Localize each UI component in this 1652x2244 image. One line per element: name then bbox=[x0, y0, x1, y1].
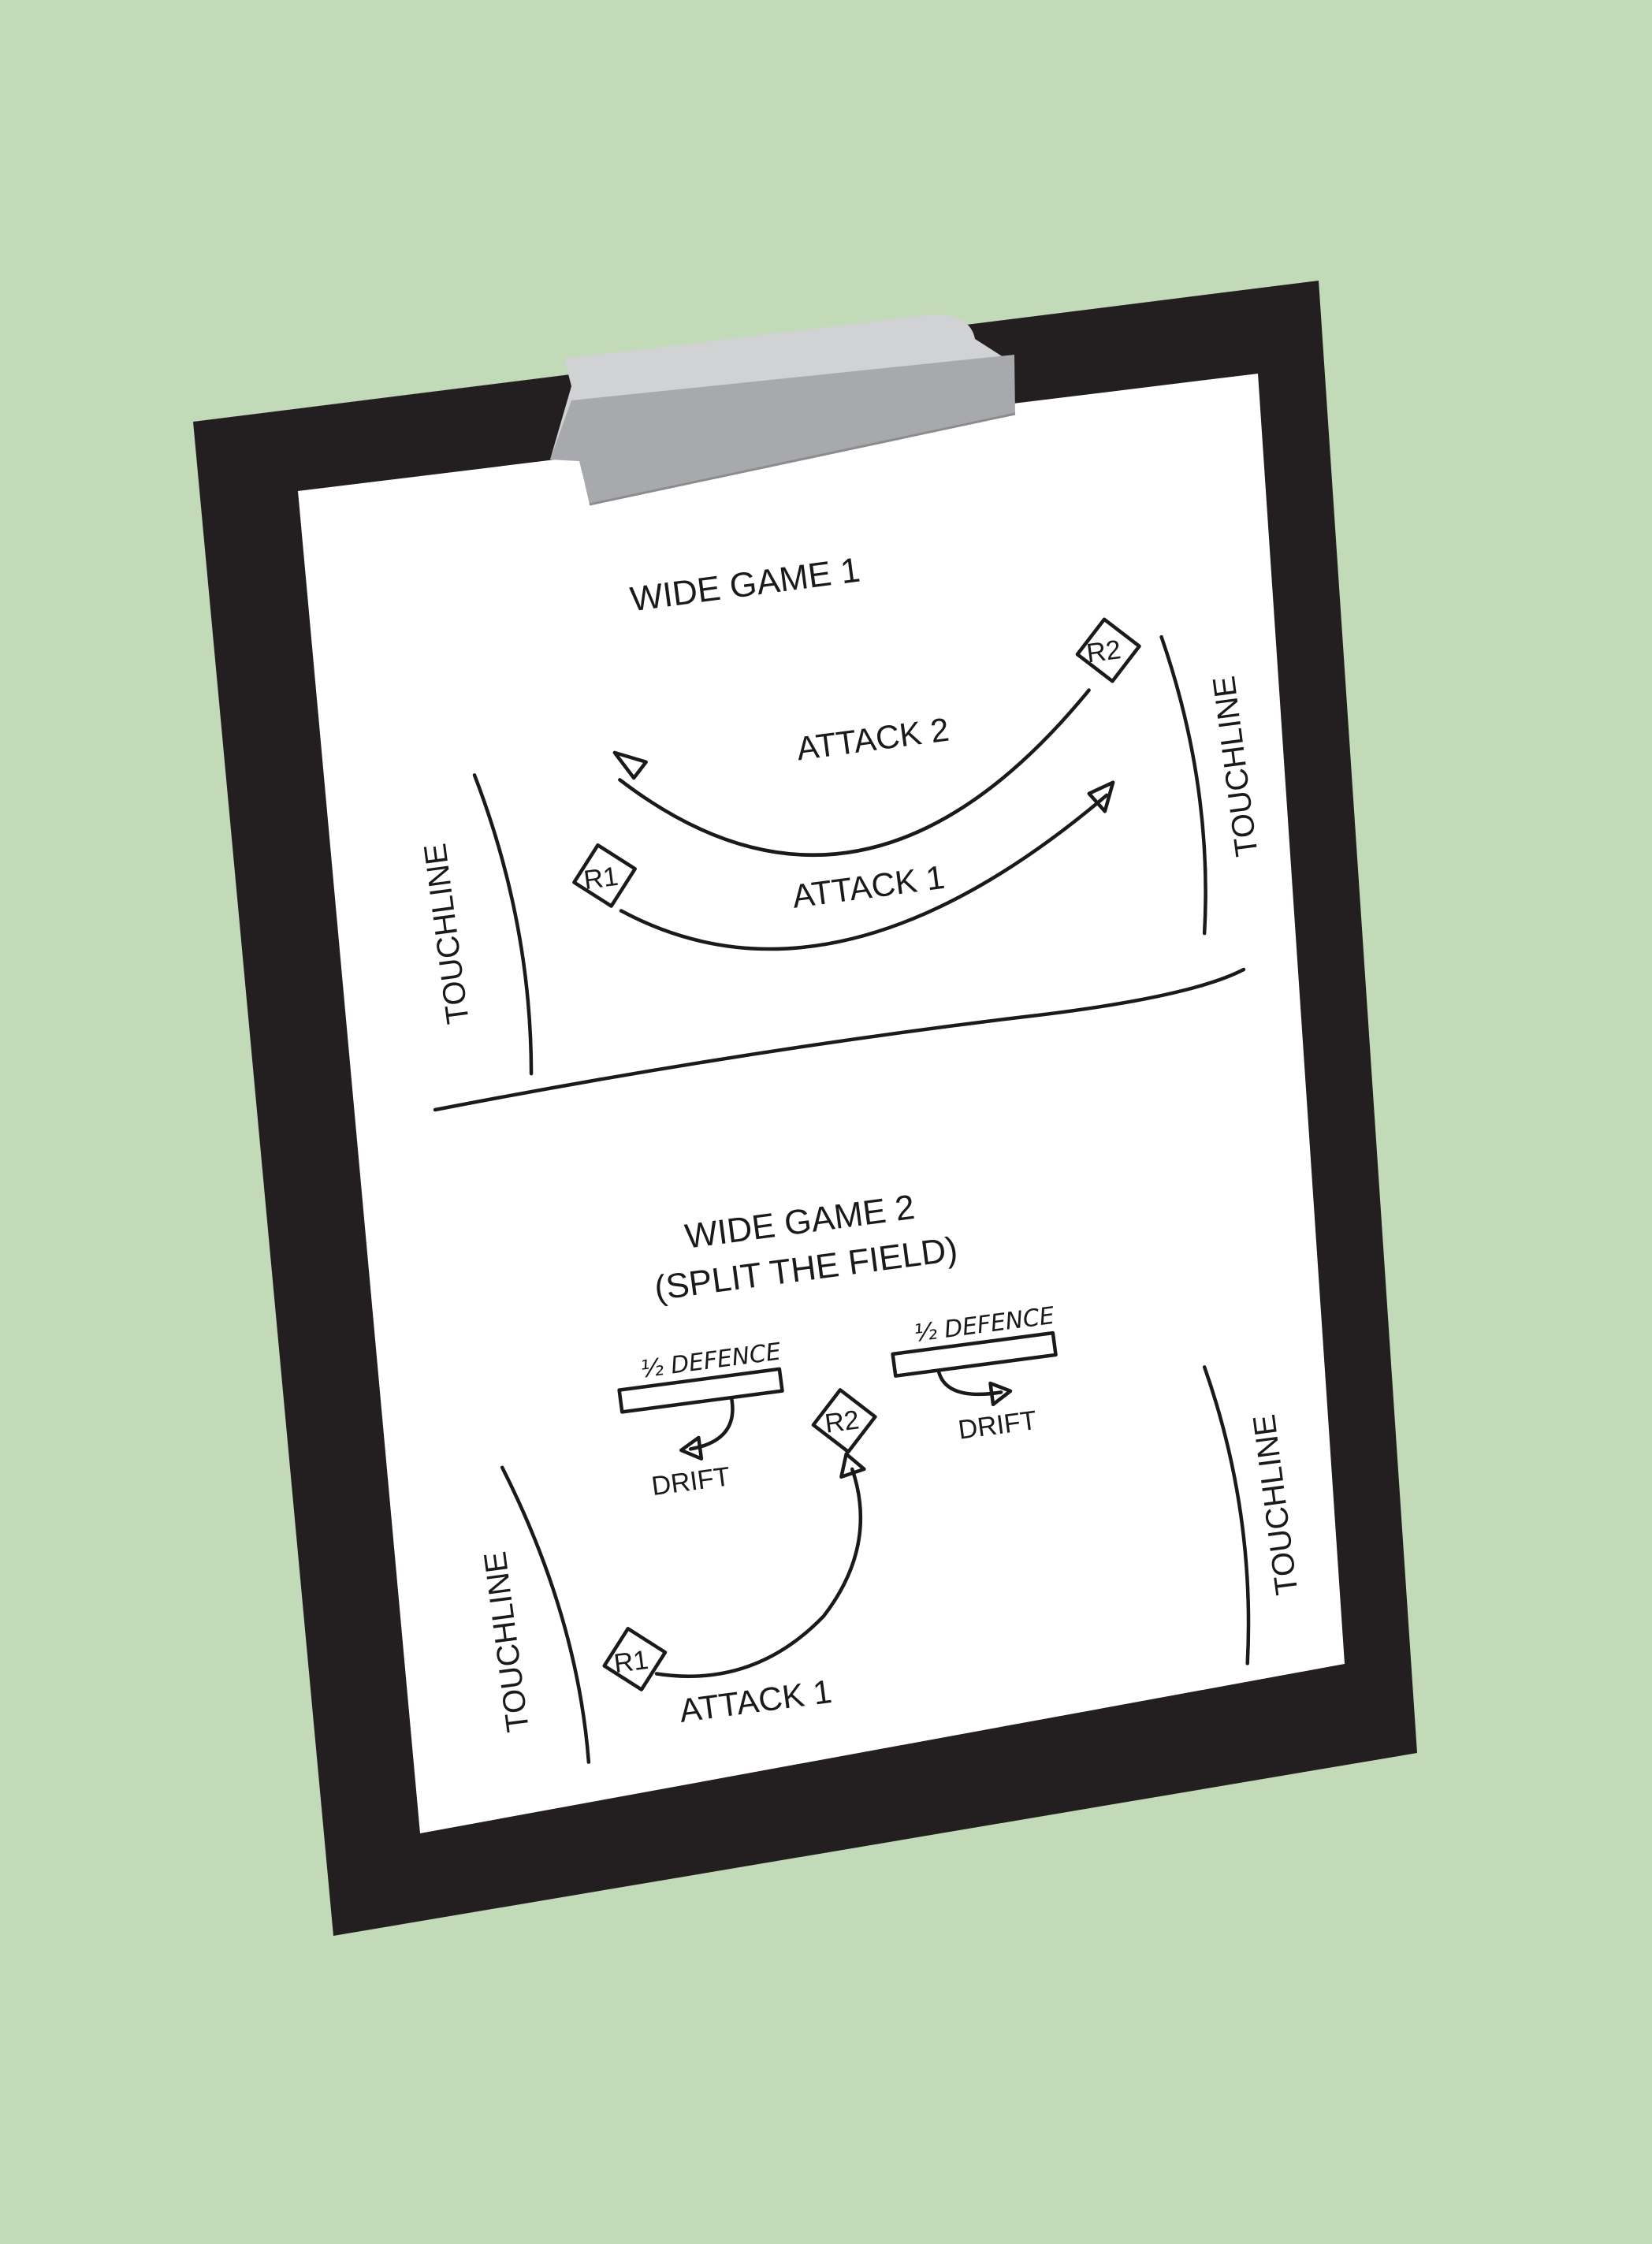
clip-icon bbox=[550, 314, 1016, 506]
attack1-arrow-line bbox=[654, 1467, 863, 1678]
attack1-arrowhead-icon bbox=[839, 1452, 866, 1479]
half-defence-left-bar bbox=[617, 1367, 784, 1414]
touchline-left bbox=[500, 1465, 591, 1764]
paper-sheet bbox=[298, 374, 1345, 1833]
attack2-arrow-line bbox=[618, 688, 1091, 857]
r2-marker: R2 bbox=[811, 1388, 877, 1454]
r1-marker: R1 bbox=[602, 1627, 668, 1691]
attack1-arrow-line bbox=[619, 793, 1109, 951]
section-divider bbox=[433, 967, 1246, 1112]
touchline-right bbox=[1202, 1365, 1251, 1665]
r1-marker: R1 bbox=[572, 843, 637, 908]
attack1-arrowhead-icon bbox=[1087, 780, 1115, 813]
touchline-left bbox=[472, 773, 534, 1076]
drift-right-arrowhead-icon bbox=[988, 1381, 1013, 1407]
half-defence-right-bar bbox=[891, 1330, 1058, 1378]
r1-label: R1 bbox=[612, 1645, 650, 1679]
r2-label: R2 bbox=[1085, 634, 1122, 668]
attack2-arrowhead-icon bbox=[612, 750, 648, 780]
r1-label: R1 bbox=[582, 862, 620, 895]
r2-marker: R2 bbox=[1075, 617, 1141, 683]
touchline-right bbox=[1159, 634, 1207, 936]
drift-left-arrowhead-icon bbox=[679, 1435, 704, 1461]
r2-label: R2 bbox=[823, 1405, 861, 1438]
